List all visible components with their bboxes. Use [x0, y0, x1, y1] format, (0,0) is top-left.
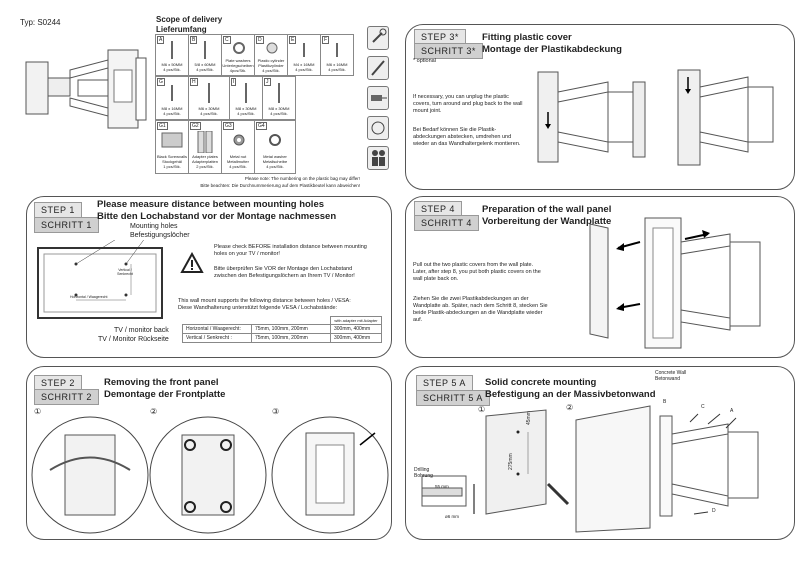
adapter-header: with adapter mit Adapter	[330, 316, 382, 325]
two-persons-icon	[367, 146, 389, 170]
wrench-icon	[367, 26, 389, 50]
vertical-label: Vertical / Senkrecht	[117, 268, 133, 276]
vesa-row2-label: Vertical / Senkrecht :	[182, 333, 252, 343]
warning-icon	[180, 252, 204, 273]
wall-mount-illustration	[25, 49, 147, 129]
dim-275mm: 275mm	[508, 453, 514, 470]
horizontal-label: Horizontal / Waagerecht	[70, 295, 108, 299]
step3-title-en: Fitting plastic cover	[482, 32, 572, 43]
step5a-num-1: ①	[478, 405, 486, 414]
label-c: C	[701, 404, 705, 410]
label-b: B	[663, 399, 667, 405]
step5a-illustration	[421, 405, 759, 533]
step2-num-3: ③	[272, 407, 280, 416]
scope-note-en: Please note: The numbering on the plasti…	[244, 176, 360, 181]
step4-title-en: Preparation of the wall panel	[482, 204, 612, 215]
step4-title-de: Vorbereitung der Wandplatte	[482, 216, 612, 227]
step2-badge-de: SCHRITT 2	[34, 389, 99, 405]
tv-back-drawing	[37, 240, 163, 319]
vesa-text-de: Diese Wandhalterung unterstützt folgende…	[178, 305, 338, 311]
step1-title-en: Please measure distance between mounting…	[97, 199, 325, 210]
label-a: A	[730, 408, 734, 414]
vesa-text-en: This wall mount supports the following d…	[178, 298, 351, 304]
type-label: Typ: S0244	[20, 18, 61, 27]
drill-depth: 55 mm	[435, 484, 449, 489]
drilling-de: Bohrung	[414, 473, 433, 479]
vesa-row2-adapter: 300mm, 400mm	[330, 333, 382, 343]
step5a-title-de: Befestigung an der Massivbetonwand	[485, 389, 656, 400]
scope-title-de: Lieferumfang	[156, 25, 207, 34]
step1-badge: STEP 1	[34, 202, 82, 218]
drill-icon	[367, 86, 389, 110]
level-icon	[367, 116, 389, 140]
step3-illustration	[537, 69, 774, 166]
step2-illustration	[31, 416, 389, 534]
step5a-title-en: Solid concrete mounting	[485, 377, 597, 388]
vesa-table: with adapter mit Adapter Horizontal / Wa…	[182, 316, 382, 343]
tv-back-en: TV / monitor back	[113, 327, 169, 334]
label-d: D	[712, 508, 716, 514]
scope-note-de: Bitte beachten: Die Durchnummerierung au…	[200, 183, 360, 188]
vesa-row2-value: 75mm, 100mm, 200mm	[251, 333, 331, 343]
drill-diameter: ø6 mm	[445, 514, 459, 519]
step3-title-de: Montage der Plastikabdeckung	[482, 44, 622, 55]
tools-column	[365, 26, 391, 176]
step4-badge-de: SCHRITT 4	[414, 215, 479, 231]
vesa-row1-label: Horizontal / Waagerecht:	[182, 324, 252, 334]
step2-num-1: ①	[34, 407, 42, 416]
tv-back-de: TV / Monitor Rückseite	[98, 336, 169, 343]
dim-45mm: 45mm	[526, 411, 532, 425]
warning-text-de: Bitte überprüfen Sie VOR der Montage den…	[214, 266, 355, 279]
step1-badge-de: SCHRITT 1	[34, 217, 99, 233]
concrete-wall-de: Betonwand	[655, 376, 681, 382]
step3-text-en: If necessary, you can unplug the plastic…	[413, 94, 523, 114]
concrete-wall-en: Concrete Wall	[655, 370, 687, 376]
mounting-holes-de: Befestigungslöcher	[130, 232, 190, 239]
step4-text-de: Ziehen Sie die zwei Plastikabdeckungen a…	[413, 296, 548, 323]
warning-text-en: Please check BEFORE installation distanc…	[214, 244, 367, 257]
step2-title-de: Demontage der Frontplatte	[104, 389, 226, 400]
step2-num-2: ②	[150, 407, 158, 416]
step3-text-de: Bei Bedarf können Sie die Plastik-abdeck…	[413, 127, 521, 147]
screwdriver-icon	[367, 56, 389, 80]
mounting-holes-en: Mounting holes	[130, 223, 178, 230]
step3-badge-de: SCHRITT 3*	[414, 43, 483, 59]
step1-title-de: Bitte den Lochabstand vor der Montage na…	[97, 211, 337, 222]
scope-title-en: Scope of delivery	[156, 15, 223, 24]
step5a-num-2: ②	[566, 403, 574, 412]
step5a-badge-de: SCHRITT 5 A	[416, 390, 490, 406]
step5a-badge: STEP 5 A	[416, 375, 473, 391]
step4-illustration	[589, 217, 761, 349]
step3-optional: * optional	[413, 58, 436, 64]
step2-title-en: Removing the front panel	[104, 377, 219, 388]
step4-text-en: Pull out the two plastic covers from the…	[413, 262, 541, 282]
drilling-en: Drilling	[414, 467, 430, 473]
vesa-row1-value: 75mm, 100mm, 200mm	[251, 324, 331, 334]
vesa-row1-adapter: 300mm, 400mm	[330, 324, 382, 334]
